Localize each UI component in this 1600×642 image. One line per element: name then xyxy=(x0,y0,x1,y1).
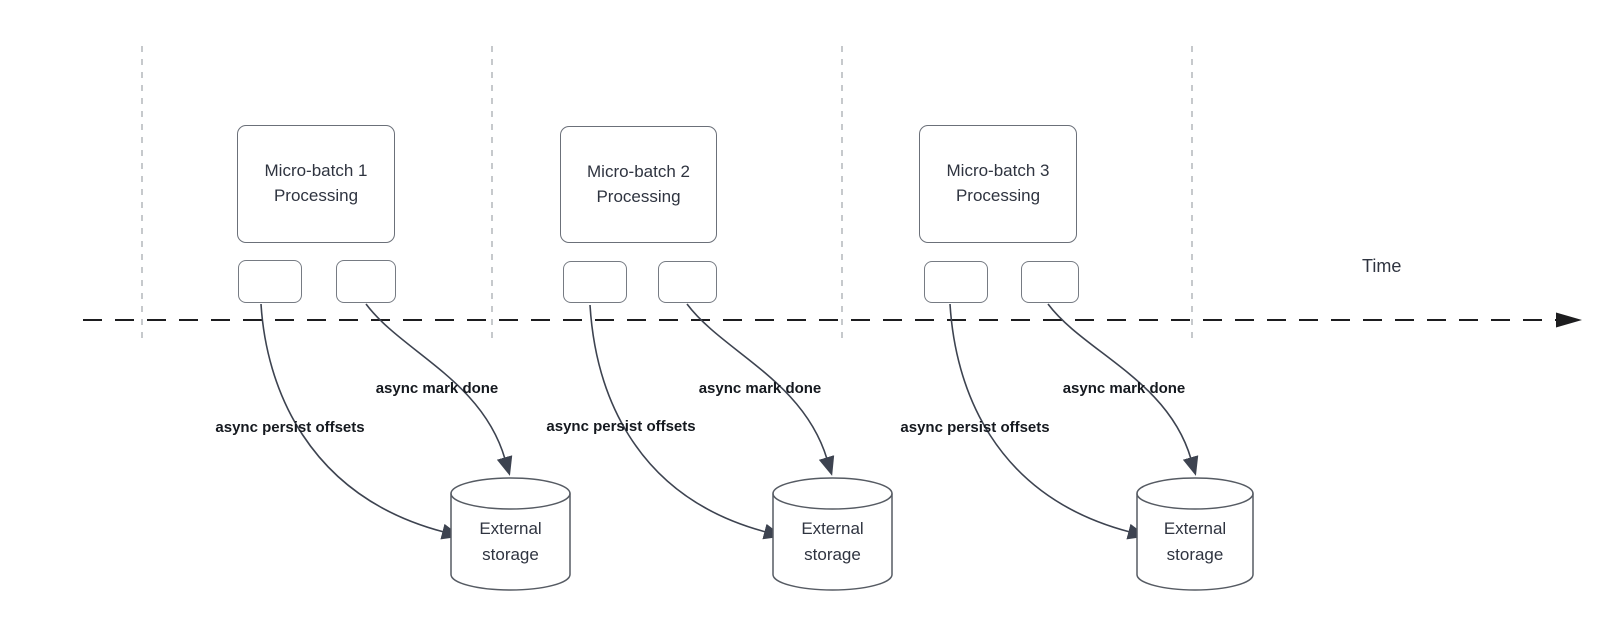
external-storage-label-3: External storage xyxy=(1163,518,1227,564)
persist-offsets-label-1: async persist offsets xyxy=(215,419,365,436)
persist-offsets-arrow-3 xyxy=(949,303,1148,540)
mark-done-arrow-1 xyxy=(365,303,513,476)
persist-task-box-2 xyxy=(563,261,627,303)
mark-done-task-box-2 xyxy=(658,261,717,303)
external-storage-cylinder-2 xyxy=(772,477,893,591)
micro-batch-2-processing-box: Micro-batch 2 Processing xyxy=(560,126,717,243)
mark-done-label-2: async mark done xyxy=(698,380,822,397)
micro-batch-3-processing-box: Micro-batch 3 Processing xyxy=(919,125,1077,243)
mark-done-arrow-2 xyxy=(686,303,835,476)
mark-done-label-3: async mark done xyxy=(1062,380,1186,397)
persist-offsets-arrow-1 xyxy=(260,303,462,540)
persist-offsets-label-3: async persist offsets xyxy=(900,419,1050,436)
external-storage-label-2: External storage xyxy=(801,518,864,564)
micro-batch-1-processing-box: Micro-batch 1 Processing xyxy=(237,125,395,243)
persist-task-box-1 xyxy=(238,260,302,303)
external-storage-cylinder-1 xyxy=(450,477,571,591)
mark-done-label-1: async mark done xyxy=(375,380,499,397)
external-storage-label-1: External storage xyxy=(479,518,542,564)
time-axis-arrowhead-icon xyxy=(1556,312,1582,328)
persist-task-box-3 xyxy=(924,261,988,303)
time-axis-label: Time xyxy=(1362,256,1402,276)
mark-done-task-box-3 xyxy=(1021,261,1079,303)
mark-done-task-box-1 xyxy=(336,260,396,303)
persist-offsets-label-2: async persist offsets xyxy=(546,418,696,435)
persist-offsets-arrow-2 xyxy=(589,304,784,540)
external-storage-cylinder-3 xyxy=(1136,477,1254,591)
mark-done-arrow-3 xyxy=(1047,303,1199,476)
